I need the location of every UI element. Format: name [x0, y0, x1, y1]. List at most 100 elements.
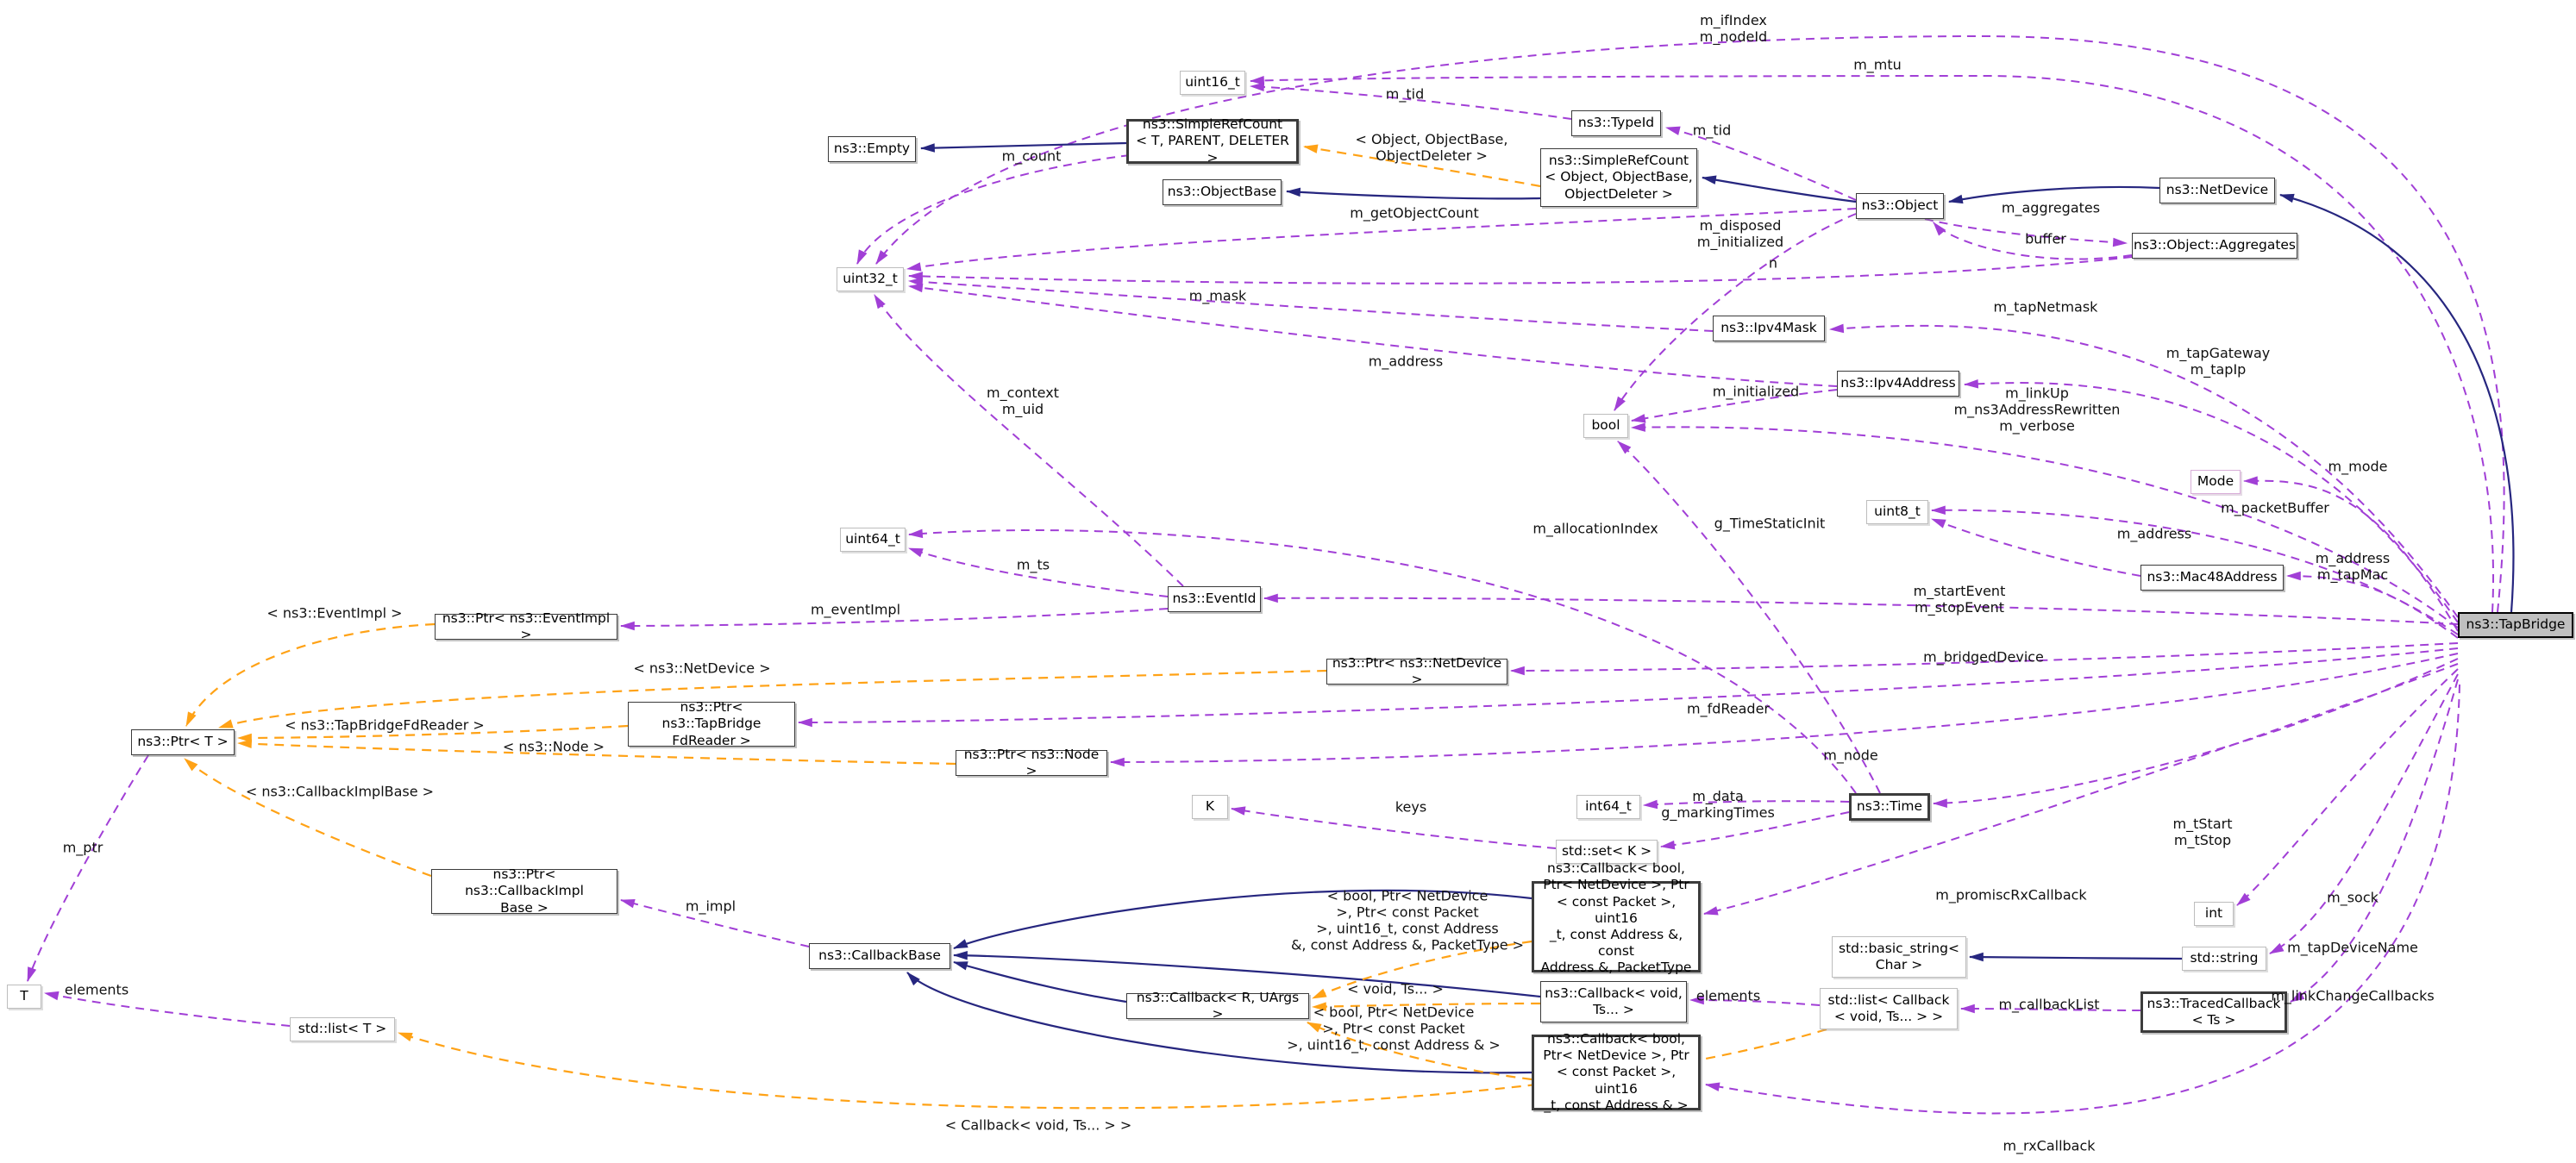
node-aggr[interactable]: ns3::Object::Aggregates [2132, 233, 2297, 259]
edge-tap-to-mode [2242, 476, 2459, 632]
edge-tap-to-tracedCb [2290, 678, 2459, 1003]
node-tracedCb[interactable]: ns3::TracedCallback < Ts > [2140, 991, 2287, 1033]
node-ptrNode[interactable]: ns3::Ptr< ns3::Node > [956, 747, 1107, 778]
node-cbBase[interactable]: ns3::CallbackBase [809, 943, 950, 969]
edge-label-member-10: n [1768, 254, 1778, 272]
edge-ptrNetDev-to-ptrT [217, 669, 1327, 729]
node-cbVoid[interactable]: ns3::Callback< void, Ts... > [1540, 981, 1687, 1022]
node-uint64: uint64_t [840, 528, 906, 552]
edge-label-member-6: m_getObjectCount [1350, 204, 1479, 222]
edge-label-template-34: < ns3::CallbackImplBase > [245, 783, 435, 800]
edge-ipv4addr-to-uint32 [907, 283, 1838, 387]
edge-label-member-0: m_ifIndex m_nodeId [1699, 12, 1768, 45]
edge-label-member-14: m_tapGateway m_tapIp [2165, 345, 2271, 378]
edge-aggr-to-object [1933, 222, 2133, 260]
edge-typeid-to-uint16 [1249, 82, 1572, 120]
edge-label-member-46: elements [1695, 987, 1761, 1004]
edge-label-member-1: m_mtu [1853, 56, 1902, 73]
edge-label-member-24: m_address m_tapMac [2315, 550, 2391, 583]
edge-tap-to-str [2269, 673, 2459, 954]
node-int: int [2194, 902, 2234, 926]
edge-label-member-19: m_allocationIndex [1532, 520, 1658, 537]
node-tap[interactable]: ns3::TapBridge [2458, 612, 2573, 638]
edge-label-template-31: < ns3::TapBridgeFdReader > [285, 716, 485, 734]
edge-listCb-to-cbVoid [1689, 995, 1821, 1006]
node-bool: bool [1583, 414, 1628, 438]
node-ipv4addr[interactable]: ns3::Ipv4Address [1837, 371, 1959, 397]
node-empty[interactable]: ns3::Empty [828, 136, 916, 162]
node-eventid[interactable]: ns3::EventId [1168, 586, 1261, 612]
node-uint16: uint16_t [1180, 71, 1245, 95]
edge-aggr-to-uint32 [907, 256, 2133, 284]
edge-label-template-44: < bool, Ptr< NetDevice >, Ptr< const Pac… [1287, 1004, 1501, 1054]
node-srcObj[interactable]: ns3::SimpleRefCount < Object, ObjectBase… [1540, 148, 1697, 207]
edge-label-template-40: < bool, Ptr< NetDevice >, Ptr< const Pac… [1290, 887, 1525, 953]
edge-label-member-37: m_tStart m_tStop [2172, 816, 2233, 848]
edge-tap-to-cb2 [1704, 684, 2460, 1115]
node-cbR[interactable]: ns3::Callback< R, UArgs > [1126, 990, 1309, 1022]
edge-cb1-to-cbBase [953, 889, 1532, 950]
edge-eventid-to-uint64 [908, 547, 1169, 597]
edge-label-template-43: < void, Ts... > [1347, 980, 1444, 997]
edge-ptrEvImpl-to-ptrT [185, 622, 436, 727]
edge-eventid-to-uint32 [874, 294, 1184, 587]
node-ptrEvImpl[interactable]: ns3::Ptr< ns3::EventImpl > [435, 610, 617, 642]
edge-cbBase-to-ptrCbImpl [619, 899, 810, 947]
node-time[interactable]: ns3::Time [1849, 793, 1930, 821]
edge-time-to-setK [1659, 811, 1850, 850]
edge-label-member-23: m_ts [1016, 556, 1050, 573]
node-objbase[interactable]: ns3::ObjectBase [1163, 179, 1282, 205]
edge-setK-to-K [1230, 806, 1557, 849]
edge-label-member-49: elements [64, 981, 129, 998]
node-netdev[interactable]: ns3::NetDevice [2159, 178, 2275, 203]
node-ptrNetDev[interactable]: ns3::Ptr< ns3::NetDevice > [1326, 655, 1507, 687]
edge-label-member-39: m_impl [685, 897, 736, 915]
edge-label-member-9: m_disposed m_initialized [1696, 217, 1784, 250]
node-srcT[interactable]: ns3::SimpleRefCount < T, PARENT, DELETER… [1126, 116, 1299, 166]
edge-tap-to-int [2236, 668, 2459, 906]
edge-label-member-8: buffer [2025, 230, 2066, 247]
edge-ptrNode-to-ptrT [236, 739, 956, 766]
edge-label-member-30: m_fdReader [1687, 700, 1770, 717]
node-ptrTapFd[interactable]: ns3::Ptr< ns3::TapBridge FdReader > [628, 699, 795, 748]
node-str: std::string [2182, 947, 2266, 971]
edge-tap-to-ptrNode [1109, 653, 2459, 767]
edge-label-member-26: m_eventImpl [810, 601, 901, 618]
edge-netdev-to-object [1947, 185, 2160, 204]
edge-tap-to-uint16 [1249, 74, 2494, 613]
edge-tap-to-eventid [1263, 593, 2459, 625]
edge-tap-to-time [1932, 658, 2459, 808]
edge-label-member-11: m_mask [1188, 287, 1247, 304]
node-object[interactable]: ns3::Object [1856, 193, 1944, 219]
node-ptrT[interactable]: ns3::Ptr< T > [131, 729, 235, 755]
node-int64: int64_t [1576, 795, 1640, 819]
node-ipv4mask[interactable]: ns3::Ipv4Mask [1713, 316, 1825, 341]
edge-label-member-41: m_promiscRxCallback [1935, 886, 2087, 904]
edge-ptrTapFd-to-ptrT [236, 724, 629, 743]
edge-label-template-4: < Object, ObjectBase, ObjectDeleter > [1355, 131, 1508, 164]
node-mac48[interactable]: ns3::Mac48Address [2140, 565, 2284, 591]
edge-label-member-51: m_rxCallback [2003, 1137, 2096, 1154]
node-cb2[interactable]: ns3::Callback< bool, Ptr< NetDevice >, P… [1532, 1031, 1701, 1113]
node-mode: Mode [2191, 470, 2241, 494]
edge-object-to-typeid [1664, 126, 1857, 201]
edge-cb1-to-cbR [1312, 940, 1532, 1000]
node-cb1[interactable]: ns3::Callback< bool, Ptr< NetDevice >, P… [1532, 860, 1701, 992]
edge-label-template-32: < ns3::Node > [502, 738, 605, 755]
edge-label-member-33: m_node [1823, 747, 1878, 764]
edge-label-member-35: keys [1395, 798, 1427, 816]
node-K: K [1192, 795, 1228, 819]
edge-str-to-bstr [1968, 952, 2183, 962]
node-typeid[interactable]: ns3::TypeId [1571, 110, 1661, 136]
edge-label-member-29: m_bridgedDevice [1923, 648, 2044, 666]
edge-listCb-to-listT [397, 1028, 1827, 1110]
edge-tap-to-uint32 [875, 34, 2505, 613]
edge-label-member-48: m_linkChangeCallbacks [2271, 987, 2435, 1004]
edge-label-template-27: < ns3::EventImpl > [266, 604, 403, 622]
edge-tap-to-ipv4mask [1828, 323, 2459, 618]
edge-srcObj-to-objbase [1285, 187, 1541, 200]
node-ptrCbImpl[interactable]: ns3::Ptr< ns3::CallbackImpl Base > [431, 866, 617, 916]
edge-ptrT-to-T [27, 754, 149, 982]
edge-tap-to-ptrTapFd [797, 647, 2459, 728]
